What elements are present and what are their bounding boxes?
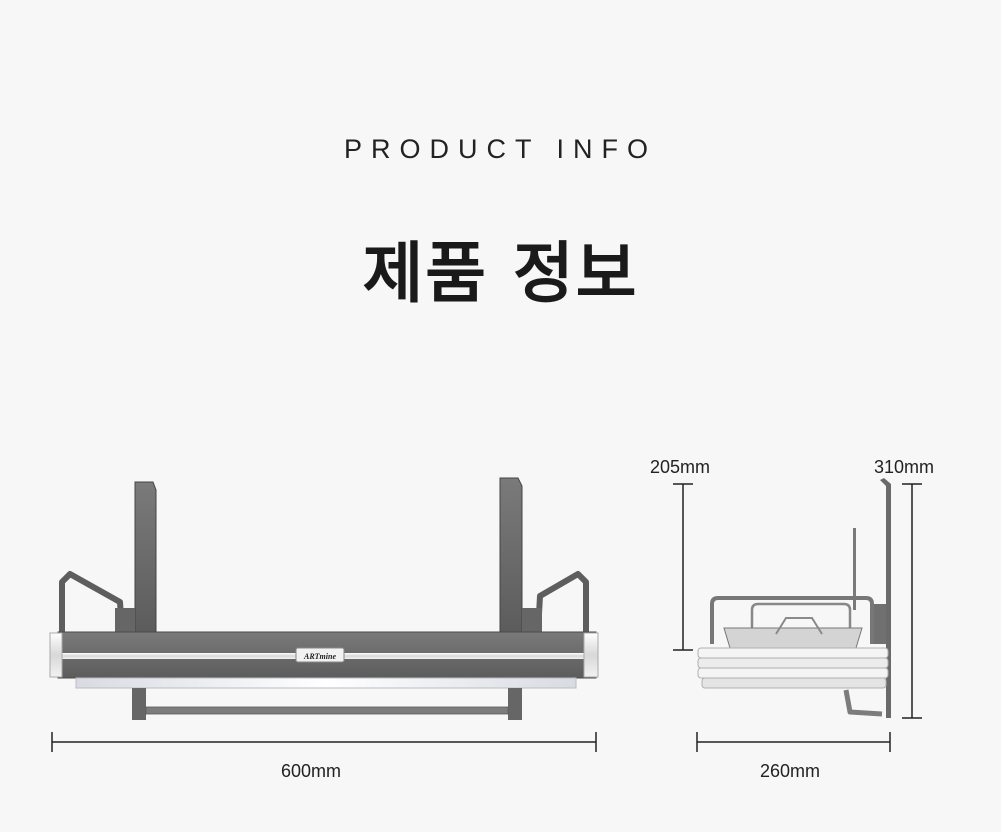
front-right-bracket — [499, 477, 523, 633]
side-tray-top — [697, 647, 889, 659]
front-bar-left-post — [132, 688, 146, 720]
front-light-bar — [75, 677, 577, 689]
side-basket — [723, 627, 863, 649]
side-wall-plate — [872, 604, 886, 644]
side-inner-frame — [750, 602, 852, 640]
front-left-handle — [59, 571, 125, 634]
total-height-label: 310mm — [874, 457, 935, 477]
side-top-frame — [710, 596, 874, 644]
side-view — [697, 478, 891, 718]
dimension-lines — [51, 483, 922, 752]
page-title: 제품 정보 — [362, 235, 639, 312]
side-tray-mid — [697, 657, 889, 669]
front-left-clip — [115, 608, 135, 632]
front-left-cap — [49, 632, 63, 678]
side-tall-post — [880, 478, 891, 718]
side-tray-bottom — [701, 677, 887, 689]
front-left-bracket — [134, 481, 157, 633]
side-bottom-hook — [843, 689, 883, 717]
front-towel-bar — [145, 706, 509, 715]
logo-text: ARTmine — [303, 652, 336, 661]
inner-height-label: 205mm — [650, 457, 711, 477]
side-small-post — [853, 528, 856, 610]
front-bar-right-post — [508, 688, 522, 720]
front-right-clip — [522, 608, 542, 632]
side-tray-low — [697, 667, 889, 679]
eyebrow-heading: PRODUCT INFO — [343, 134, 657, 164]
front-view: ARTmine — [49, 477, 599, 720]
front-right-handle — [535, 571, 589, 634]
front-right-cap — [583, 632, 599, 678]
side-dish-rack — [775, 617, 823, 635]
logo-badge — [295, 647, 345, 663]
side-width-label: 260mm — [760, 761, 821, 781]
front-width-label: 600mm — [281, 761, 342, 781]
